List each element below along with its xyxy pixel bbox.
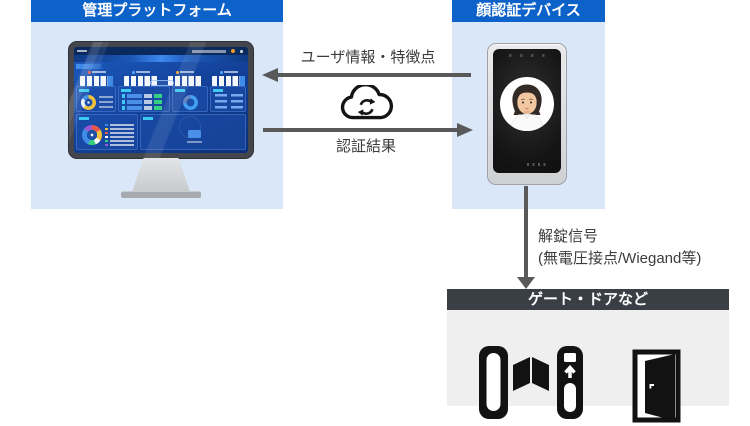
face-portrait-illustration [500,77,554,131]
unlock-signal-line1: 解錠信号 [538,228,599,245]
unlock-signal-label: 解錠信号 (無電圧接点/Wiegand等) [538,226,701,270]
arrow-platform-to-device-head [457,123,473,137]
arrow-unlock-signal [524,186,528,278]
arrow-platform-to-device [263,128,458,132]
face-device-header: 顔認証デバイス [452,0,605,22]
unlock-signal-line2: (無電圧接点/Wiegand等) [538,250,702,267]
flow-label-auth-result: 認証結果 [335,138,396,155]
dashboard-screen [74,47,248,153]
device-glyph [188,130,201,138]
dashboard-stat-counter [79,71,117,87]
dashboard-topbar-account-text [192,50,226,53]
management-platform-title: 管理プラットフォーム [82,2,232,19]
arrow-unlock-signal-head [517,277,535,289]
dashboard-donut-panel [76,86,116,112]
dashboard-section-tag [76,64,102,69]
dashboard-stat-counter [123,71,161,87]
gate-door-body [447,310,729,423]
dashboard-device-panel [140,114,246,150]
flow-label-user-info: ユーザ情報・特徴点 [300,49,436,66]
cloud-sync-icon [340,85,394,120]
dashboard-nav-band [74,55,248,62]
arrow-device-to-platform-head [262,68,278,82]
dashboard-stat-counter [167,71,205,87]
dashboard-donut-panel [172,86,208,112]
dashboard-topbar [74,47,248,55]
dashboard-notification-dot [231,49,235,53]
monitor-illustration [68,41,254,159]
dashboard-filter-pill [150,79,174,86]
face-recognition-device [487,43,567,185]
arrow-device-to-platform [277,73,471,77]
dashboard-legend-panel [76,114,138,150]
donut-chart-yellow [81,95,96,110]
gate-door-header: ゲート・ドアなど [447,289,729,310]
donut-chart-multicolor [82,125,102,145]
dashboard-stat-counter [211,71,248,87]
face-photo [500,77,554,131]
device-screen-status-dots [527,163,549,166]
management-platform-header: 管理プラットフォーム [31,0,283,22]
gate-door-panel: ゲート・ドアなど [447,289,729,423]
monitor-stand [132,158,190,192]
open-door-icon [632,349,681,423]
device-screen [493,49,561,173]
dashboard-avatar-dot [240,49,243,53]
gate-door-title: ゲート・ドアなど [527,291,648,308]
face-device-title: 顔認証デバイス [476,2,581,19]
monitor-stand-base [121,191,201,198]
dashboard-table-panel [210,86,246,112]
dashboard-list-panel [118,86,170,112]
donut-chart-blue [183,95,198,110]
security-gate-icon [479,346,583,419]
dashboard-topbar-menu-icon [77,50,87,52]
camera-sensor-icons [509,54,547,57]
